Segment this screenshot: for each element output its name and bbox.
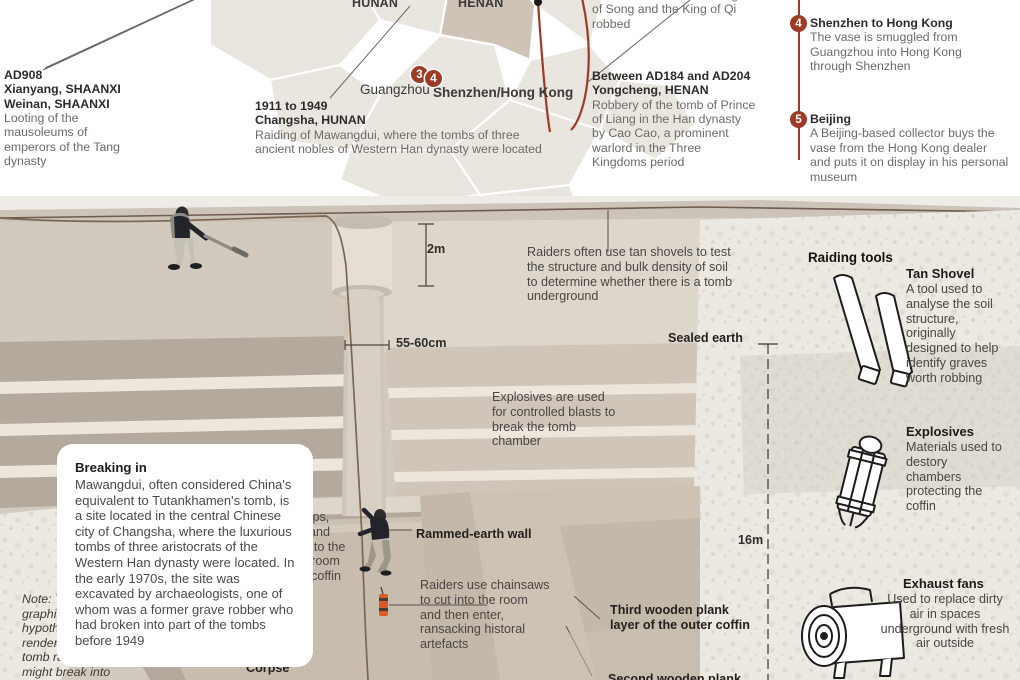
breaking-in-title: Breaking in xyxy=(75,460,147,475)
label-third-plank: Third wooden plank layer of the outer co… xyxy=(610,603,750,632)
surface-raider-figure xyxy=(168,206,249,270)
callout-partial-top: records: Tombs of the King of Song and t… xyxy=(592,0,747,31)
tan-shovel-icon xyxy=(833,274,913,388)
callout-date: AD908 xyxy=(4,68,43,82)
raiding-tools-title: Raiding tools xyxy=(808,250,893,265)
label-rammed-earth-wall: Rammed-earth wall xyxy=(416,527,532,541)
map-marker-4[interactable]: 4 xyxy=(425,70,442,87)
callout-body: records: Tombs of the King of Song and t… xyxy=(592,0,738,31)
dimension-label-2m: 2m xyxy=(427,242,446,256)
timeline-title: Beijing xyxy=(810,112,851,126)
callout-changsha: 1911 to 1949 Changsha, HUNAN Raiding of … xyxy=(255,99,545,156)
dimension-label-shaft-width: 55-60cm xyxy=(396,336,447,350)
tool-name-explosives: Explosives xyxy=(906,424,974,439)
dimension-16m-rule xyxy=(758,343,778,680)
annotation-explosives-use: Explosives are used for controlled blast… xyxy=(492,390,616,449)
callout-date: Between AD184 and AD204 xyxy=(592,69,751,83)
map-leader-lines xyxy=(42,0,691,99)
callout-body: Robbery of the tomb of Prince of Liang i… xyxy=(592,97,756,170)
timeline-body: The vase is smuggled from Guangzhou into… xyxy=(810,30,962,74)
timeline-item-beijing: Beijing A Beijing-based collector buys t… xyxy=(810,112,1010,184)
dimension-label-16m: 16m xyxy=(738,533,764,547)
callout-body: Looting of the mausoleums of emperors of… xyxy=(4,110,120,169)
map-label-shenzhen-hongkong: Shenzhen/Hong Kong xyxy=(433,85,574,100)
cross-section-panel: 2m 55-60cm 16m Raiders often use tan sho… xyxy=(0,196,1020,680)
timeline-marker-5[interactable]: 5 xyxy=(790,111,807,128)
timeline-title: Shenzhen to Hong Kong xyxy=(810,16,953,30)
breaking-in-card: Breaking in Mawangdui, often considered … xyxy=(57,444,313,667)
exhaust-fan-icon xyxy=(801,586,905,679)
label-second-plank: Second wooden plank xyxy=(608,672,741,680)
breaking-in-body: Mawangdui, often considered China's equi… xyxy=(75,477,295,648)
dimension-shaft-rule xyxy=(344,340,390,350)
tool-desc-tan-shovel: A tool used to analyse the soil structur… xyxy=(906,282,999,385)
map-label-henan: HENAN xyxy=(458,0,504,10)
callout-shaanxi: AD908 Xianyang, SHAANXI Weinan, SHAANXI … xyxy=(4,68,124,169)
annotation-tan-shovel-use: Raiders often use tan shovels to test th… xyxy=(527,245,733,304)
timeline-item-shenzhen-hongkong: Shenzhen to Hong Kong The vase is smuggl… xyxy=(810,16,1000,74)
map-label-guangzhou: Guangzhou xyxy=(360,82,430,97)
callout-body: Raiding of Mawangdui, where the tombs of… xyxy=(255,127,542,156)
tool-desc-explosives: Materials used to destory chambers prote… xyxy=(906,440,1002,514)
annotation-chainsaw-cut: Raiders use chainsaws to cut into the ro… xyxy=(420,578,550,652)
callout-date: 1911 to 1949 xyxy=(255,99,328,113)
callout-yongcheng: Between AD184 and AD204 Yongcheng, HENAN… xyxy=(592,69,757,170)
callout-place-1: Xianyang, SHAANXI xyxy=(4,82,121,97)
timeline-marker-4[interactable]: 4 xyxy=(790,15,807,32)
callout-place-2: Weinan, SHAANXI xyxy=(4,96,110,111)
timeline-rail xyxy=(798,0,800,160)
tool-desc-exhaust-fans: Used to replace dirty air in spaces unde… xyxy=(880,592,1010,651)
map-marker-3[interactable]: 3 xyxy=(411,66,428,83)
rappelling-raider-figure xyxy=(357,507,392,576)
map-panel: HUNAN HENAN Guangzhou Shenzhen/Hong Kong… xyxy=(0,0,1020,196)
china-map-graphic xyxy=(208,0,697,196)
callout-place-1: Changsha, HUNAN xyxy=(255,113,366,128)
dimension-2m-rule xyxy=(418,223,434,287)
tool-name-tan-shovel: Tan Shovel xyxy=(906,266,975,281)
map-label-hunan: HUNAN xyxy=(352,0,399,10)
tool-name-exhaust-fans: Exhaust fans xyxy=(903,576,984,591)
explosives-icon xyxy=(835,435,888,529)
callout-place-1: Yongcheng, HENAN xyxy=(592,83,709,98)
explosive-charge-icon xyxy=(379,586,388,616)
label-sealed-earth: Sealed earth xyxy=(668,331,743,345)
timeline-body: A Beijing-based collector buys the vase … xyxy=(810,126,1009,184)
